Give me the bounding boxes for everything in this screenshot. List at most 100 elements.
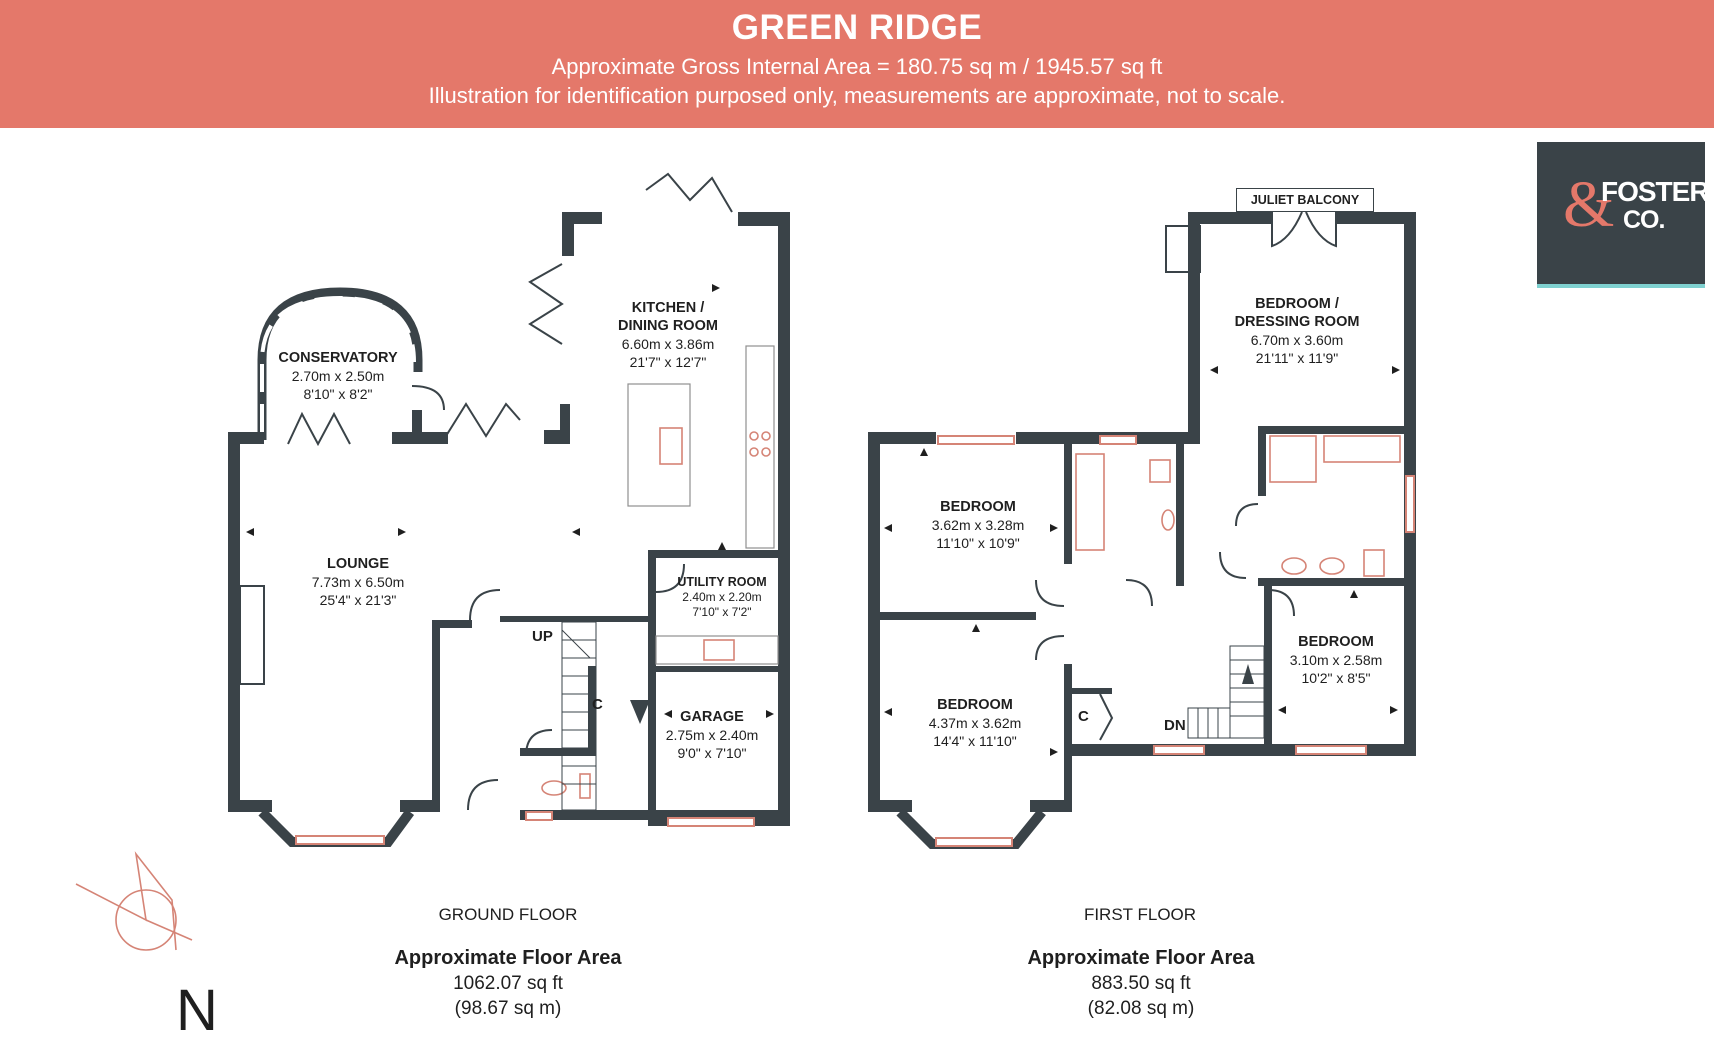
kitchen-east-wall bbox=[778, 212, 790, 826]
ground-floor-stairs bbox=[561, 621, 597, 811]
bed-a-door-swing bbox=[1035, 579, 1065, 607]
first-floor-stairs bbox=[1187, 645, 1265, 739]
wc-basin bbox=[541, 780, 567, 796]
disclaimer-line: Illustration for identification purposed… bbox=[428, 83, 1286, 108]
logo-word-foster: FOSTER bbox=[1601, 176, 1710, 207]
room-label-lounge: LOUNGE 7.73m x 6.50m 25'4" x 21'3" bbox=[311, 556, 405, 608]
ampersand-logo-mark: & bbox=[1563, 168, 1615, 241]
dressing-door-swing bbox=[1219, 551, 1247, 579]
bed-b-south-wall-l bbox=[868, 800, 912, 812]
lounge-south-wall-left bbox=[228, 800, 272, 812]
lounge-west-wall bbox=[228, 432, 240, 810]
first-floor-caption: FIRST FLOOR bbox=[1083, 905, 1197, 924]
utility-west-wall bbox=[648, 550, 656, 826]
stairs-north-wall bbox=[500, 616, 650, 622]
stairs-down-label: DN bbox=[1164, 717, 1186, 734]
bath-basin bbox=[1161, 509, 1175, 531]
bath-east-wall bbox=[1176, 444, 1184, 586]
ensuite-toilet bbox=[1363, 549, 1385, 577]
room-label-bedroom-a: BEDROOM 3.62m x 3.28m 11'10" x 10'9" bbox=[931, 499, 1025, 551]
conservatory-door-post bbox=[412, 410, 422, 444]
bifold-door-lounge bbox=[445, 402, 521, 438]
bed-c-door-swing bbox=[1267, 589, 1295, 617]
cupboard-wall bbox=[588, 666, 596, 752]
lounge-north-wall bbox=[228, 432, 264, 444]
conservatory-door-swing bbox=[411, 385, 445, 411]
bed-a-north-wall-r bbox=[1016, 432, 1104, 444]
stairs-up-label: UP bbox=[532, 628, 553, 645]
ground-cupboard-label: C bbox=[592, 696, 603, 713]
ground-floor-area: Approximate Floor Area 1062.07 sq ft (98… bbox=[394, 947, 622, 1019]
bath-door-swing bbox=[1125, 579, 1153, 607]
compass-north-letter: N bbox=[176, 978, 218, 1043]
lounge-bay-glass bbox=[295, 835, 385, 845]
island-sink bbox=[659, 427, 683, 465]
room-label-utility: UTILITY ROOM 2.40m x 2.20m 7'10" x 7'2" bbox=[677, 575, 767, 619]
wc-wall bbox=[520, 748, 596, 756]
ensuite-basin-2 bbox=[1319, 557, 1345, 575]
garage-window bbox=[667, 817, 755, 827]
hall-south-wall bbox=[520, 810, 650, 820]
front-door-swing bbox=[467, 779, 499, 811]
stairs-arrow-icon bbox=[630, 700, 650, 724]
bed-b-west-wall bbox=[868, 432, 880, 812]
hob-ring-2 bbox=[761, 431, 771, 441]
bed-b-door-swing bbox=[1035, 635, 1065, 661]
chimney-box bbox=[1165, 225, 1201, 273]
utility-worktop bbox=[655, 635, 779, 665]
juliet-door-right bbox=[1305, 211, 1337, 248]
ground-floor-plan bbox=[228, 172, 790, 847]
lounge-door-swing bbox=[469, 589, 501, 621]
utility-door-swing bbox=[655, 563, 685, 593]
hall-north-wall bbox=[432, 620, 472, 628]
kitchen-north-wall-left-v bbox=[562, 212, 574, 256]
ensuite-window bbox=[1405, 475, 1415, 533]
gross-area-line: Approximate Gross Internal Area = 180.75… bbox=[551, 54, 1163, 79]
bed-a-window bbox=[937, 435, 1015, 445]
room-label-garage: GARAGE 2.75m x 2.40m 9'0" x 7'10" bbox=[665, 709, 759, 761]
first-cupboard-label: C bbox=[1078, 708, 1089, 725]
lounge-south-wall-right bbox=[400, 800, 440, 812]
kitchen-west-post-2 bbox=[560, 404, 570, 444]
bath-tub bbox=[1075, 453, 1105, 551]
ensuite-south-wall bbox=[1258, 578, 1404, 586]
ensuite-north-wall bbox=[1258, 426, 1404, 434]
hob-ring-1 bbox=[749, 431, 759, 441]
header-banner: GREEN RIDGE Approximate Gross Internal A… bbox=[0, 0, 1714, 128]
bifold-door-side bbox=[528, 263, 564, 345]
bed-c-west-wall bbox=[1264, 586, 1272, 756]
bath-west-wall bbox=[1064, 444, 1072, 564]
utility-north-wall bbox=[648, 550, 784, 558]
front-window bbox=[525, 811, 553, 821]
bed-b-east-wall bbox=[1064, 664, 1072, 812]
north-compass-icon bbox=[75, 851, 193, 951]
cupboard-wall-ff bbox=[1072, 688, 1112, 694]
dressing-north-wall-l bbox=[1188, 212, 1272, 224]
kitchen-worktop bbox=[745, 345, 775, 549]
bath-toilet bbox=[1149, 459, 1171, 483]
room-label-bedroom-c: BEDROOM 3.10m x 2.58m 10'2" x 8'5" bbox=[1289, 634, 1383, 686]
conservatory-glazing-inner bbox=[260, 295, 416, 432]
dressing-north-wall-r bbox=[1336, 212, 1416, 224]
bath-window bbox=[1099, 435, 1137, 445]
first-floor-plan bbox=[868, 211, 1416, 849]
bed-b-south-wall-r bbox=[1030, 800, 1072, 812]
garage-north-wall bbox=[650, 666, 784, 672]
room-label-bedroom-dressing: BEDROOM / DRESSING ROOM 6.70m x 3.60m 21… bbox=[1234, 296, 1360, 366]
juliet-balcony-label: JULIET BALCONY bbox=[1236, 188, 1374, 212]
hall-east-wall bbox=[432, 620, 440, 810]
first-floor-area: Approximate Floor Area 883.50 sq ft (82.… bbox=[1027, 947, 1255, 1019]
ff-stairs-arrow-icon bbox=[1242, 664, 1254, 684]
ground-floor-caption: GROUND FLOOR bbox=[438, 905, 578, 924]
bed-a-north-wall-l bbox=[868, 432, 936, 444]
bed-a-south-wall bbox=[880, 612, 1036, 620]
wc-door-swing bbox=[525, 729, 553, 757]
bed-c-window bbox=[1295, 745, 1367, 755]
ensuite-shower bbox=[1269, 435, 1317, 483]
bed-b-bay-glass bbox=[935, 837, 1013, 847]
room-label-bedroom-b: BEDROOM 4.37m x 3.62m 14'4" x 11'10" bbox=[928, 697, 1022, 749]
logo-word-co: CO. bbox=[1623, 206, 1665, 234]
kitchen-north-wall-right bbox=[738, 212, 790, 226]
bifold-door-conservatory bbox=[287, 411, 351, 447]
